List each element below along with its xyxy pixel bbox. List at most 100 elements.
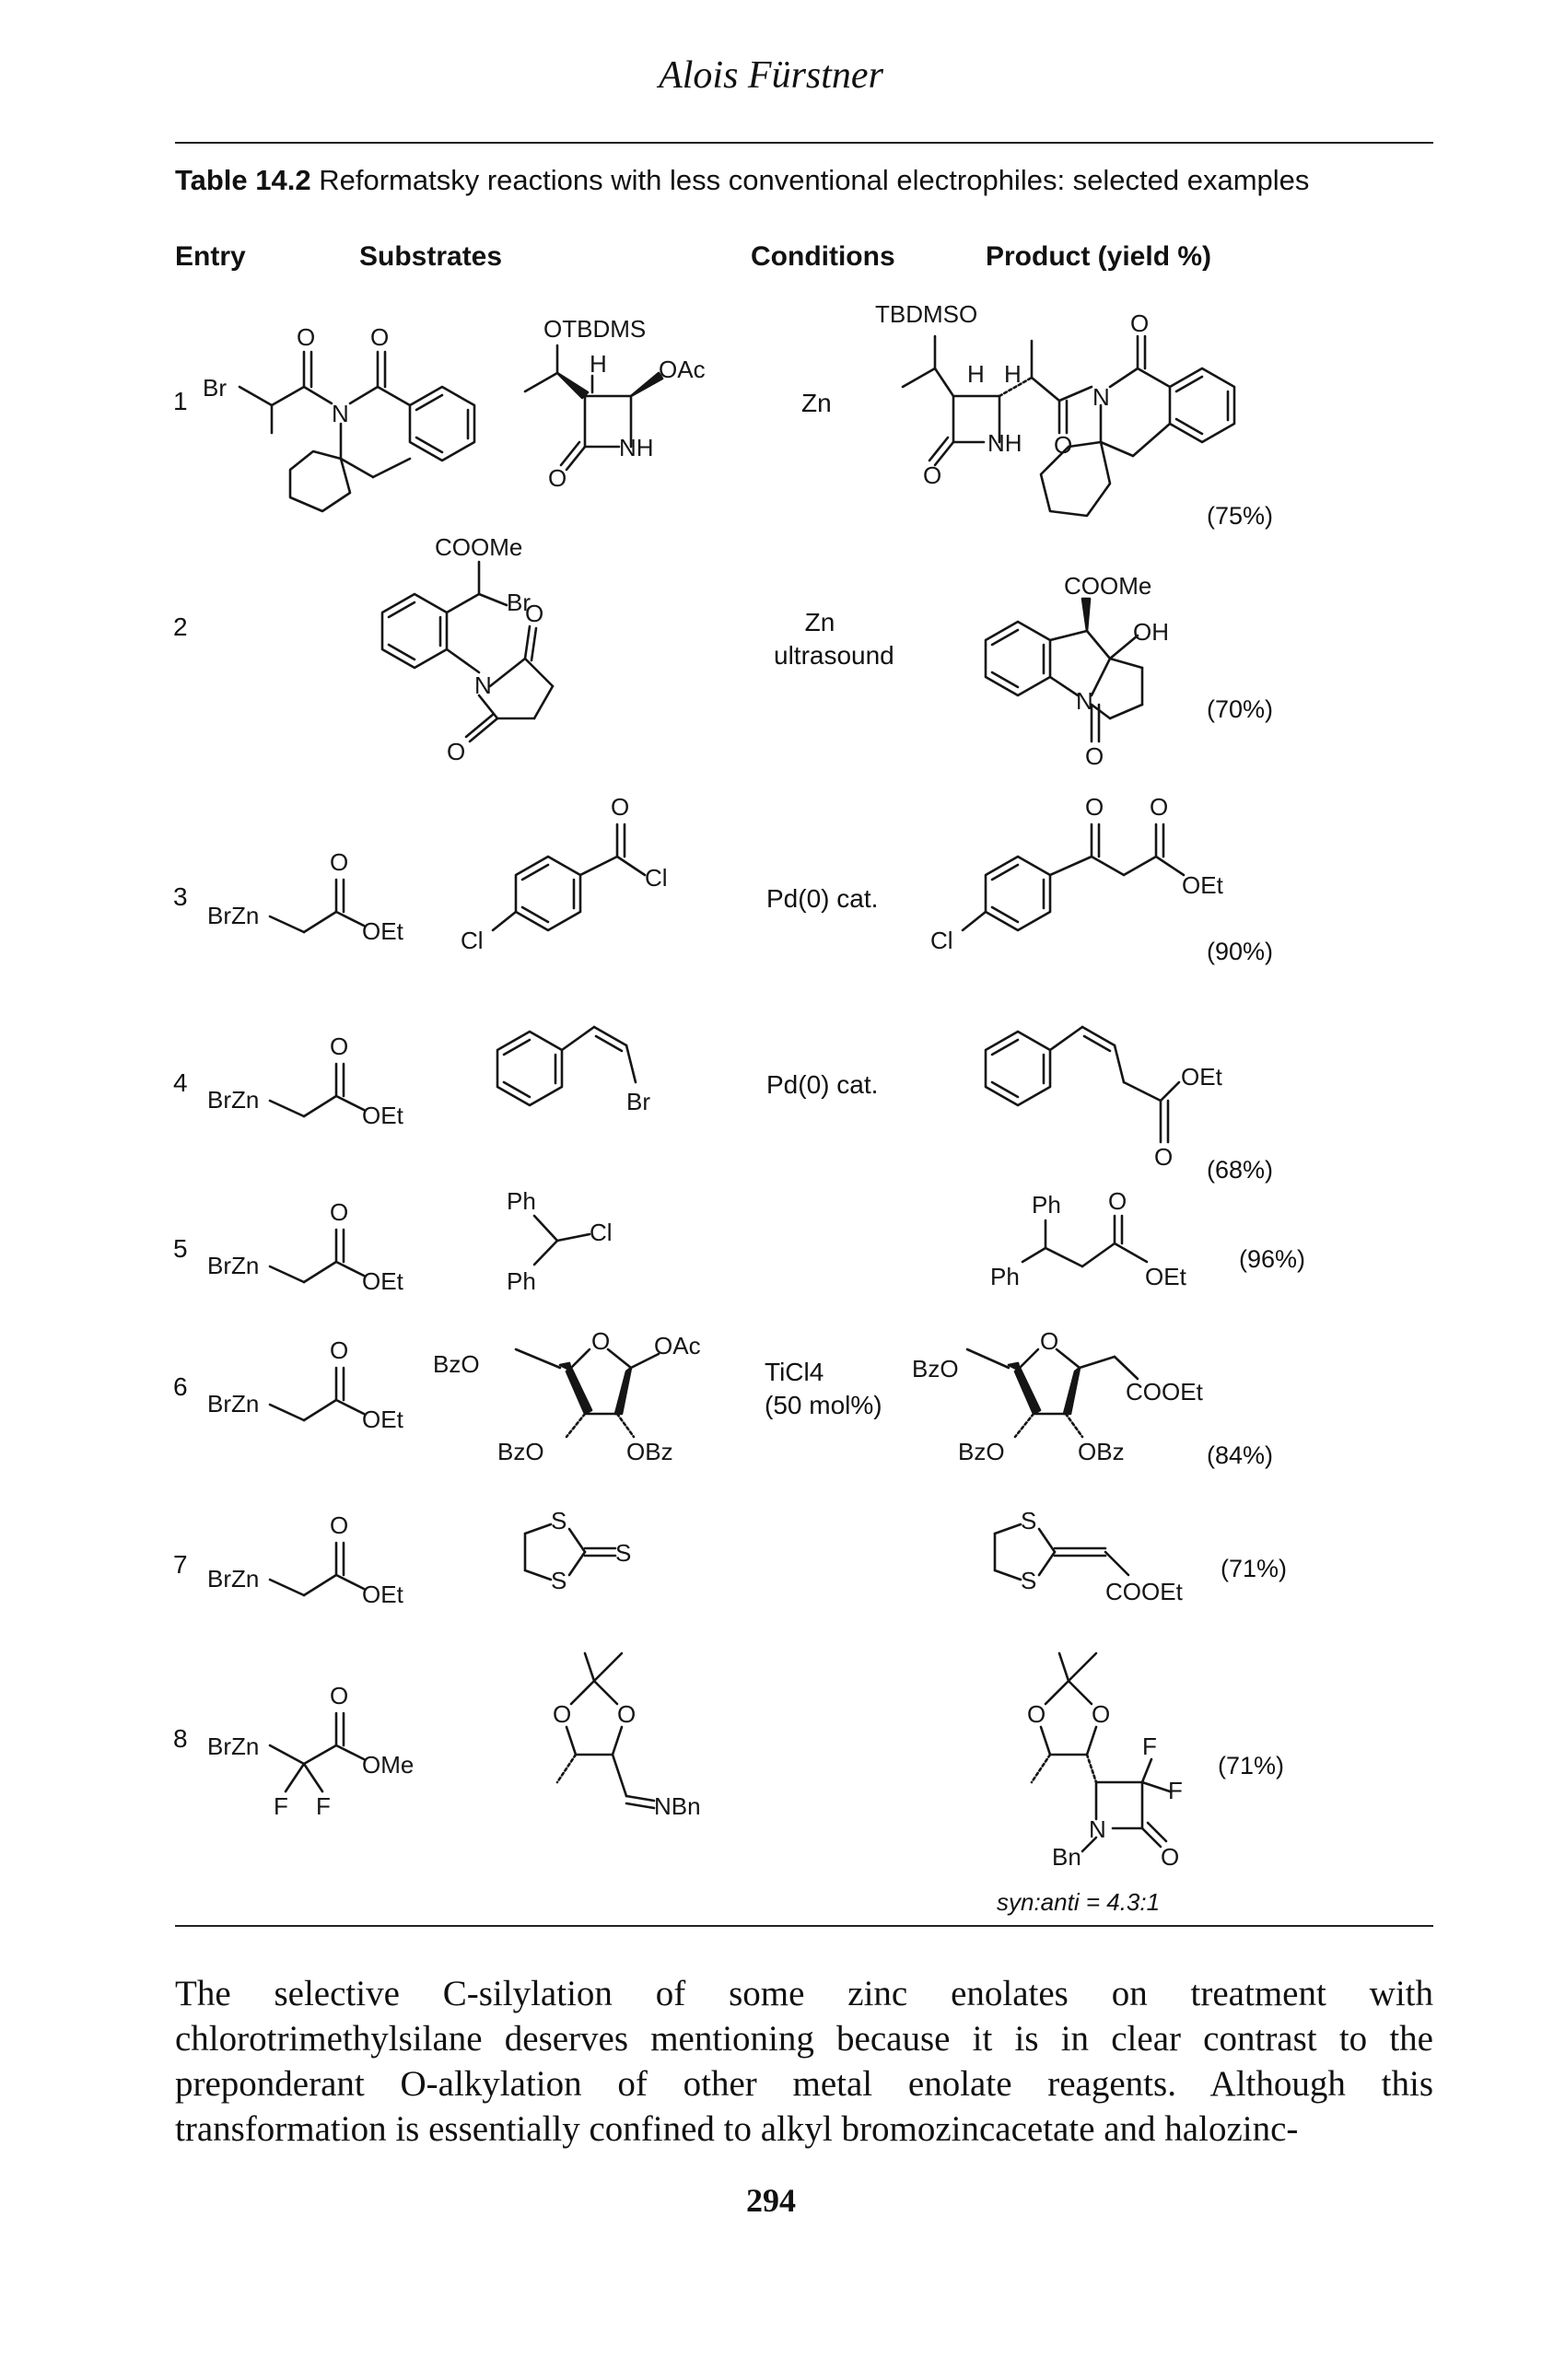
atom-label: O [1150,793,1168,821]
atom-label: NH [619,434,654,461]
structure-entry3-electrophile: O Cl Cl [461,793,668,954]
entry-number: 7 [173,1550,188,1579]
atom-label: Cl [461,927,484,954]
atom-label: OBz [626,1438,673,1465]
atom-label: F [274,1792,288,1820]
structure-entry4-reagent: BrZn O OEt [207,1032,404,1129]
atom-label: OEt [362,1102,404,1129]
atom-label: OEt [1182,871,1224,899]
atom-label: O [297,323,315,351]
atom-label: BzO [958,1438,1005,1465]
condition-reagent: Zn [801,389,832,417]
atom-label: Ph [990,1263,1020,1290]
atom-label: BrZn [207,1086,259,1114]
atom-label: BzO [912,1355,959,1382]
atom-label: O [617,1700,636,1728]
atom-label: BrZn [207,1565,259,1592]
entry-number: 4 [173,1068,188,1097]
yield-value: (90%) [1207,938,1274,965]
entry-number: 8 [173,1724,188,1753]
atom-label: Ph [507,1267,536,1295]
condition-lewis-acid: TiCl4 [765,1358,824,1386]
entry-number: 3 [173,882,188,911]
atom-label: OAc [659,356,706,383]
running-header: Alois Fürstner [659,54,883,97]
structure-entry6-product: BzO O COOEt BzO OBz [912,1327,1204,1465]
atom-label: N [1076,687,1093,715]
atom-label: OEt [1145,1263,1187,1290]
yield-value: (75%) [1207,502,1274,530]
structure-entry6-electrophile: BzO O OAc BzO OBz [433,1327,701,1465]
atom-label: OTBDMS [543,315,646,343]
atom-label: COOMe [1064,572,1151,600]
atom-label: OH [1133,618,1169,646]
atom-label: Cl [645,864,668,892]
atom-label: O [1161,1843,1179,1871]
atom-label: S [551,1507,567,1534]
yield-value: (84%) [1207,1441,1274,1469]
atom-label: OAc [654,1332,701,1359]
atom-label: N [1092,383,1110,411]
condition-cell: Zn ultrasound [774,606,894,672]
structure-entry1-product: TBDMSO H H NH O O O N [875,300,1236,518]
atom-label: BrZn [207,1732,259,1760]
table-caption-text: Reformatsky reactions with less conventi… [319,164,1310,196]
condition-reagent: Zn [804,608,835,636]
structure-entry1-imide: Br O O N [203,323,476,513]
structure-entry8-reagent: BrZn O OMe F F [207,1682,414,1820]
condition-activation: ultrasound [774,641,894,670]
atom-label: NBn [654,1792,701,1820]
structure-entry5-electrophile: Ph Cl Ph [507,1187,613,1295]
atom-label: O [330,1198,348,1226]
atom-label: N [332,400,349,427]
atom-label: O [1027,1700,1046,1728]
atom-label: COOEt [1126,1378,1204,1406]
atom-label: Ph [1032,1191,1061,1219]
atom-label: BrZn [207,902,259,929]
structure-entry7-product: S S COOEt [993,1507,1184,1605]
structure-entry8-electrophile: O O NBn [553,1651,701,1820]
structure-entry1-azetidinone: OTBDMS H OAc NH O [523,315,706,492]
atom-label: S [551,1567,567,1594]
atom-label: O [611,793,629,821]
atom-label: BzO [497,1438,544,1465]
atom-label: O [1108,1187,1127,1215]
atom-label: O [330,1682,348,1709]
atom-label: O [330,848,348,876]
bottom-rule [175,1925,1433,1927]
atom-label: O [330,1511,348,1539]
atom-label: O [1085,742,1104,770]
atom-label: O [370,323,389,351]
condition-loading: (50 mol%) [765,1391,882,1419]
atom-label: F [1142,1732,1157,1760]
atom-label: O [553,1700,571,1728]
atom-label: Br [203,374,227,402]
yield-value: (68%) [1207,1156,1274,1184]
atom-label: N [474,671,492,699]
entry-number: 1 [173,387,188,415]
page-number: 294 [746,2182,796,2219]
structure-entry2-substrate: COOMe Br O N O [380,533,555,765]
yield-value: (71%) [1218,1752,1285,1779]
atom-label: H [1004,360,1022,388]
yield-value: (96%) [1239,1245,1306,1273]
atom-label: Br [626,1088,650,1115]
structure-entry4-electrophile: Br [496,1025,650,1115]
structure-entry2-product: COOMe OH N O [984,572,1169,770]
atom-label: Cl [930,927,953,954]
entry-number: 6 [173,1372,188,1401]
atom-label: Ph [507,1187,536,1215]
atom-label: O [1040,1327,1058,1355]
atom-label: S [1021,1567,1036,1594]
column-header-product: Product (yield %) [986,241,1212,272]
atom-label: BzO [433,1350,480,1378]
atom-label: O [330,1032,348,1060]
condition-catalyst: Pd(0) cat. [766,1070,879,1099]
selectivity-note: syn:anti = 4.3:1 [997,1888,1161,1916]
atom-label: COOEt [1105,1578,1184,1605]
atom-label: O [447,738,465,765]
atom-label: O [923,461,941,489]
structure-entry5-product: Ph O Ph OEt [990,1187,1187,1290]
atom-label: OEt [1181,1063,1223,1091]
table-caption: Table 14.2 Reformatsky reactions with le… [175,164,1309,197]
